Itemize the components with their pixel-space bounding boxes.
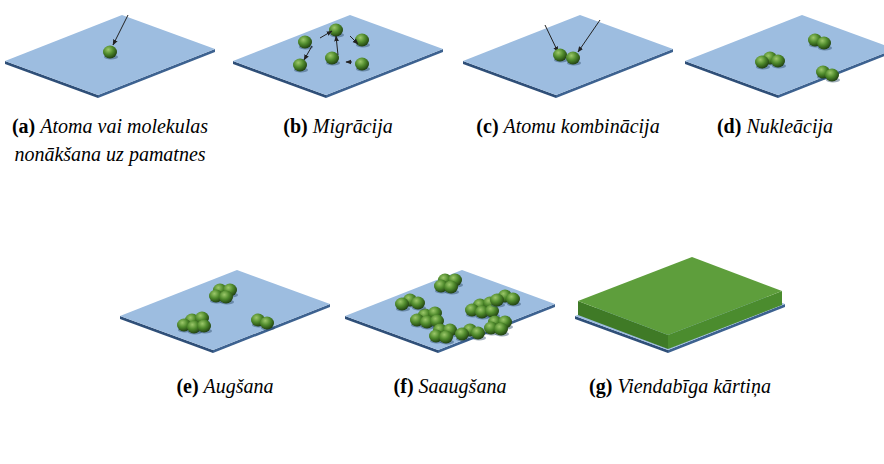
film-top	[578, 257, 782, 335]
stage-name: Atoma vai molekulas nonākšana uz pamatne…	[14, 115, 208, 165]
stage-letter: (f)	[394, 375, 414, 397]
atom	[355, 58, 369, 71]
stage-name: Migrācija	[313, 115, 393, 137]
stage-caption: (f) Saaugšana	[345, 372, 555, 400]
stage-caption: (d) Nukleācija	[670, 112, 880, 140]
atom	[219, 291, 233, 304]
stage-name: Saaugšana	[419, 375, 507, 397]
stage-letter: (e)	[176, 375, 198, 397]
atom	[439, 331, 453, 344]
substrate-plate	[345, 270, 555, 350]
atom	[455, 328, 469, 341]
atom	[355, 34, 369, 47]
atom	[103, 46, 117, 59]
substrate-plate	[463, 15, 673, 95]
atom	[506, 293, 520, 306]
atom	[566, 52, 580, 65]
substrate-plate	[685, 15, 884, 95]
substrate-plate	[5, 15, 215, 95]
stage-caption: (b) Migrācija	[233, 112, 443, 140]
atom	[771, 55, 785, 68]
stage-name: Atomu kombinācija	[504, 115, 660, 137]
atom	[471, 327, 485, 340]
atom	[298, 36, 312, 49]
motion-arrow	[578, 20, 600, 52]
atom	[293, 59, 307, 72]
atom	[411, 297, 425, 310]
atom	[553, 49, 567, 62]
motion-arrow	[113, 15, 128, 45]
atom	[490, 294, 504, 307]
atom	[444, 281, 458, 294]
atom	[260, 317, 274, 330]
stage-letter: (b)	[283, 115, 307, 137]
stage-name: Augšana	[204, 375, 274, 397]
stage-name: Nukleācija	[746, 115, 833, 137]
stage-letter: (a)	[12, 115, 35, 137]
substrate-plate	[120, 270, 330, 350]
atom	[329, 24, 343, 37]
substrate-plate	[233, 15, 443, 95]
stage-caption: (c) Atomu kombinācija	[463, 112, 673, 140]
stage-caption: (g) Viendabīga kārtiņa	[575, 372, 785, 400]
motion-arrow	[350, 36, 358, 44]
atom	[197, 320, 211, 333]
atom	[817, 37, 831, 50]
stage-name: Viendabīga kārtiņa	[617, 375, 771, 397]
stage-letter: (g)	[589, 375, 612, 397]
atom	[494, 323, 508, 336]
atom	[325, 52, 339, 65]
motion-arrow	[545, 25, 558, 52]
stage-caption: (a) Atoma vai molekulas nonākšana uz pam…	[5, 112, 215, 168]
motion-arrow	[336, 36, 338, 55]
stage-caption: (e) Augšana	[120, 372, 330, 400]
stage-letter: (c)	[476, 115, 498, 137]
motion-arrow	[346, 62, 352, 63]
atom	[395, 298, 409, 311]
stage-letter: (d)	[717, 115, 741, 137]
atom	[755, 56, 769, 69]
atom	[825, 69, 839, 82]
motion-arrow	[304, 46, 312, 60]
motion-arrow	[320, 31, 332, 38]
